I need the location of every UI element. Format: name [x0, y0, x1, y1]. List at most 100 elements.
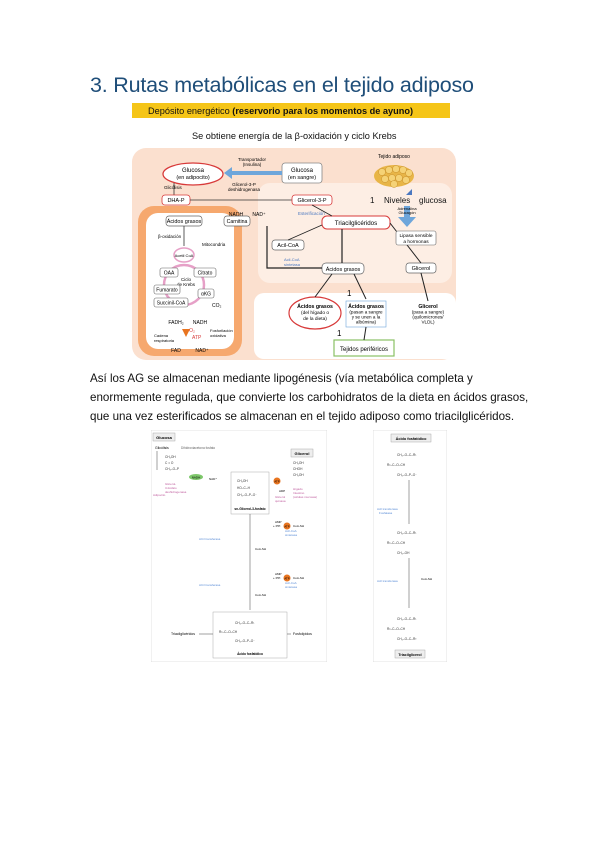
triacylglycerol-footer: [394, 649, 426, 659]
coa-sh-label-4: CoA-SH: [255, 593, 266, 597]
glucose-adipocyte-node: [162, 162, 224, 186]
svg-text:CH₂–O–C–R¹: CH₂–O–C–R¹: [397, 531, 416, 535]
g3p-box: [230, 471, 270, 515]
paragraph-line: que una vez esterificados se almacenan e…: [90, 410, 515, 423]
oxphos-label: Fosforilación: [210, 328, 233, 333]
oaa-node: [159, 267, 179, 278]
glucose-header-label: Glucosa: [156, 435, 173, 440]
tag-synthesis-diagram: Ácido fosfatídico CH₂–O–C–R¹ R²–C–O–CH C…: [373, 430, 447, 662]
g3p-dh-label1: Glicerol-: [165, 482, 176, 486]
g3p-dh-sub: deshidrogenasa: [228, 187, 261, 192]
amp-label: AMP: [275, 520, 282, 524]
phosphatidic-header: [390, 433, 432, 443]
glucose-adipocyte-sub: (en adipocito): [176, 175, 209, 181]
dietary-fa-sub1: (del hígado o: [301, 310, 329, 316]
acetyl-coa-label: Acetil CoA: [175, 253, 194, 258]
tag-label: Triacilglicéridos: [171, 632, 195, 636]
akg-node: [197, 288, 215, 299]
g3p-dh-label2: 3-fosfato: [165, 486, 177, 490]
acyl-coa-synthetase-label: Acil-CoA: [284, 257, 300, 262]
dietary-fa-label: Ácidos grasos: [297, 303, 333, 310]
svg-text:CH₂–O–P: CH₂–O–P: [165, 467, 179, 471]
acylcoa-to-tag-arrow: [287, 224, 323, 241]
glucose-header: [152, 432, 176, 442]
step-1-label: 1: [370, 196, 375, 205]
atp-bubble-3: [283, 574, 291, 582]
g3p-label: sn-Glicerol-3-fosfato: [234, 507, 265, 511]
banner-title: Depósito energético (reservorio para los…: [148, 106, 413, 116]
svg-text:C = O: C = O: [165, 461, 174, 465]
nad-bottom-label: NAD⁺: [195, 348, 209, 354]
glycerol-to-blood-arrow: [420, 272, 429, 302]
body-paragraph: Así los AG se almacenan mediante lipogén…: [90, 369, 529, 426]
atp-label-2: ATP: [284, 525, 289, 529]
page-title: 3. Rutas metabólicas en el tejido adipos…: [90, 73, 474, 97]
transferase-right-label: Acil transferasa: [377, 507, 398, 511]
krebs-sub: de Krebs: [177, 282, 196, 287]
acyl-coa-synthetase-sub: sintetasa: [284, 262, 301, 267]
hsl-label: Lipasa sensible: [399, 233, 432, 239]
oxphos-sub: oxidativa: [210, 333, 227, 338]
glycerol-header: [290, 448, 314, 458]
transporter-label: Transportador: [238, 157, 267, 162]
svg-text:HO–C–H: HO–C–H: [237, 486, 251, 490]
hormone-arrowhead: [398, 217, 416, 227]
ppi-label-3: + PPi: [273, 576, 281, 580]
coa-sh-label-3: CoA-SH: [293, 576, 304, 580]
o2-label: O₂: [189, 328, 195, 334]
g3p-to-tag-arrow: [311, 204, 333, 217]
triacylglycerol-label: Triacilglicéridos: [335, 220, 377, 227]
glycerol-kinase-label: Glicerol: [275, 495, 286, 499]
acyl-synth-label-2: Acil-CoA: [285, 581, 297, 585]
diagram-subtitle: Se obtiene energía de la β-oxidación y c…: [192, 131, 397, 141]
glycerol-kinase-sub: quinasa: [275, 499, 286, 503]
phosphatidic-structure: CH₂–O–C–R¹ R²–C–O–CH CH₂–O–P–O⁻: [219, 621, 255, 643]
levels-label: Niveles: [384, 196, 410, 205]
g3p-label: Glicerol-3-P: [297, 198, 326, 204]
mitochondria-label: Mitocondria: [202, 242, 226, 247]
paragraph-line: enormemente regulada, que convierte los …: [90, 391, 529, 404]
svg-text:CH₂–O–C–R¹: CH₂–O–C–R¹: [235, 621, 254, 625]
svg-text:CH₂OH: CH₂OH: [237, 479, 248, 483]
atp-bubble: [273, 477, 281, 485]
dietary-fa-sub2: de la dieta): [303, 316, 327, 322]
krebs-label: Ciclo: [181, 277, 191, 282]
svg-text:CHOH: CHOH: [293, 467, 303, 471]
phosphatidic-box: [212, 611, 288, 659]
blood-to-tissues-arrow: [363, 326, 367, 341]
fa-to-dietary-arrow: [314, 273, 333, 298]
succinyl-coa-node: [153, 297, 189, 308]
oaa-label: OAA: [164, 271, 175, 277]
svg-text:CH₂–O–P–O⁻: CH₂–O–P–O⁻: [237, 493, 257, 497]
phosphatase-right-label: Fosfatasa: [379, 511, 393, 515]
fa-to-blood-arrow: [353, 273, 367, 300]
esterification-label: Esterificación: [298, 211, 325, 216]
akg-label: αKG: [201, 292, 211, 298]
blood-glycerol-sub1: (pasa a sangre): [412, 310, 445, 315]
glucose-adipocyte-label: Glucosa: [182, 168, 205, 174]
banner-bar: [132, 103, 450, 118]
dhap-label: DHA-P: [167, 198, 184, 204]
fumarate-label: Fumarato: [156, 288, 178, 294]
blood-glycerol-label: Glicerol: [418, 304, 438, 310]
triacylglycerol-footer-label: Triacilglicerol: [398, 653, 421, 657]
svg-text:R²–C–O–CH: R²–C–O–CH: [387, 463, 406, 467]
atp-bubble-2: [283, 522, 291, 530]
nadh-bubble: [189, 474, 203, 480]
svg-text:CH₂–O–C–R¹: CH₂–O–C–R¹: [397, 617, 416, 621]
svg-text:CH₂–O–P–O⁻: CH₂–O–P–O⁻: [397, 473, 417, 477]
nadh-label: NADH: [192, 476, 201, 480]
phosphatidic-header-label: Ácido fosfatídico: [396, 436, 427, 441]
svg-text:R²–C–O–CH: R²–C–O–CH: [387, 627, 406, 631]
glycolysis-label: Glicólisis: [164, 185, 183, 190]
acyl-synth-sub: sintetasa: [285, 533, 297, 537]
acyl-transferase-label-2: ACil transferasa: [199, 583, 221, 587]
fadh2-label: FADH₂: [168, 320, 183, 326]
glucose-low-label: glucosa: [419, 196, 447, 205]
coa-sh-right-label: CoA-SH: [421, 577, 432, 581]
citrate-node: [193, 267, 217, 278]
coa-sh-label: CoA-SH: [293, 524, 304, 528]
levels-down-icon: [406, 189, 412, 195]
